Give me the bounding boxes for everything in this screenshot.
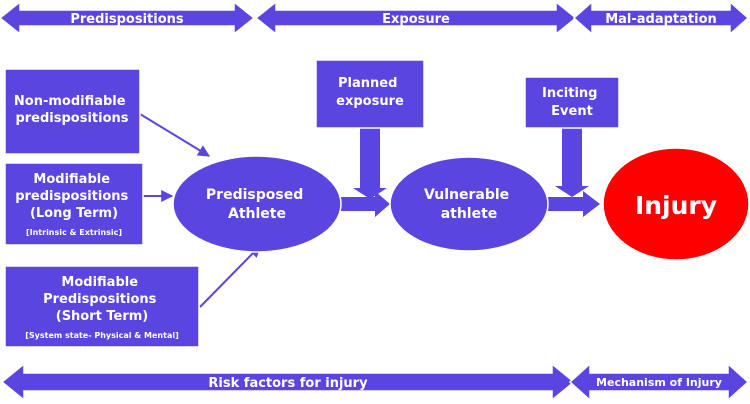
footer-label-risk-factors: Risk factors for injury (208, 376, 368, 391)
svg-text:Modifiable Predispositio: Modifiable Predispositions (Short Term) (43, 275, 161, 324)
modifiable-long-line-3: (Long Term) (30, 206, 118, 221)
block-arrow-vulnerable-to-injury (548, 191, 600, 217)
box-planned-exposure: Planned exposure (315, 59, 425, 129)
phase-label-mal-adaptation: Mal-adaptation (605, 12, 717, 27)
box-modifiable-short-term: Modifiable Predispositions (Short Term) … (4, 265, 200, 348)
box-inciting-event: Inciting Event (524, 76, 620, 129)
vulnerable-line-2: athlete (441, 206, 498, 222)
svg-text:Vulnerable athlete: Vulnerable athlete (424, 187, 514, 222)
footer-label-mechanism: Mechanism of Injury (596, 376, 722, 389)
phase-label-exposure: Exposure (382, 12, 450, 27)
node-injury: Injury (602, 147, 750, 261)
modifiable-short-line-2: Predispositions (43, 292, 157, 307)
planned-exposure-line-1: Planned (338, 76, 397, 91)
non-modifiable-line-1: Non-modifiable (14, 94, 126, 109)
box-non-modifiable-predispositions: Non-modifiable predispositions (4, 68, 141, 155)
modifiable-long-line-2: predispositions (15, 189, 128, 204)
footer-arrow-mechanism: Mechanism of Injury (568, 362, 750, 402)
arrow-planned-exposure-down (353, 128, 387, 199)
svg-text:Planned exposure: Planned exposure (336, 76, 404, 109)
node-vulnerable-athlete: Vulnerable athlete (389, 156, 549, 252)
block-arrow-predisposed-to-vulnerable (340, 191, 390, 217)
arrow-modifiable-short-to-predisposed (199, 245, 261, 308)
non-modifiable-line-2: predispositions (15, 111, 128, 126)
svg-text:Modifiable predispositio: Modifiable predispositions (Long Term) (15, 172, 133, 221)
phase-arrow-exposure: Exposure (254, 0, 578, 36)
phase-arrow-mal-adaptation: Mal-adaptation (572, 0, 750, 36)
injury-label: Injury (635, 191, 717, 220)
modifiable-short-line-1: Modifiable (61, 275, 138, 290)
inciting-event-line-2: Event (551, 104, 593, 119)
svg-text:Inciting Event: Inciting Event (542, 86, 602, 119)
svg-text:Non-modifiable predispos: Non-modifiable predispositions (14, 94, 130, 126)
inciting-event-line-1: Inciting (542, 86, 598, 101)
modifiable-short-note: [System state- Physical & Mental] (25, 331, 179, 340)
arrow-inciting-event-down (555, 128, 589, 197)
phase-label-predispositions: Predispositions (70, 12, 184, 27)
phase-arrow-predispositions: Predispositions (0, 0, 256, 36)
node-predisposed-athlete: Predisposed Athlete (172, 155, 342, 253)
footer-arrow-risk-factors: Risk factors for injury (0, 362, 576, 402)
modifiable-long-line-1: Modifiable (33, 172, 110, 187)
arrow-non-modifiable-to-predisposed (139, 113, 211, 157)
vulnerable-line-1: Vulnerable (424, 187, 509, 203)
predisposed-line-1: Predisposed (206, 187, 303, 203)
planned-exposure-line-2: exposure (336, 94, 404, 109)
svg-text:Predisposed Athlete: Predisposed Athlete (206, 187, 308, 222)
predisposed-line-2: Athlete (228, 206, 286, 222)
box-modifiable-long-term: Modifiable predispositions (Long Term) [… (4, 162, 144, 246)
modifiable-long-note: [Intrinsic & Extrinsic] (26, 228, 122, 237)
modifiable-short-line-3: (Short Term) (56, 309, 149, 324)
